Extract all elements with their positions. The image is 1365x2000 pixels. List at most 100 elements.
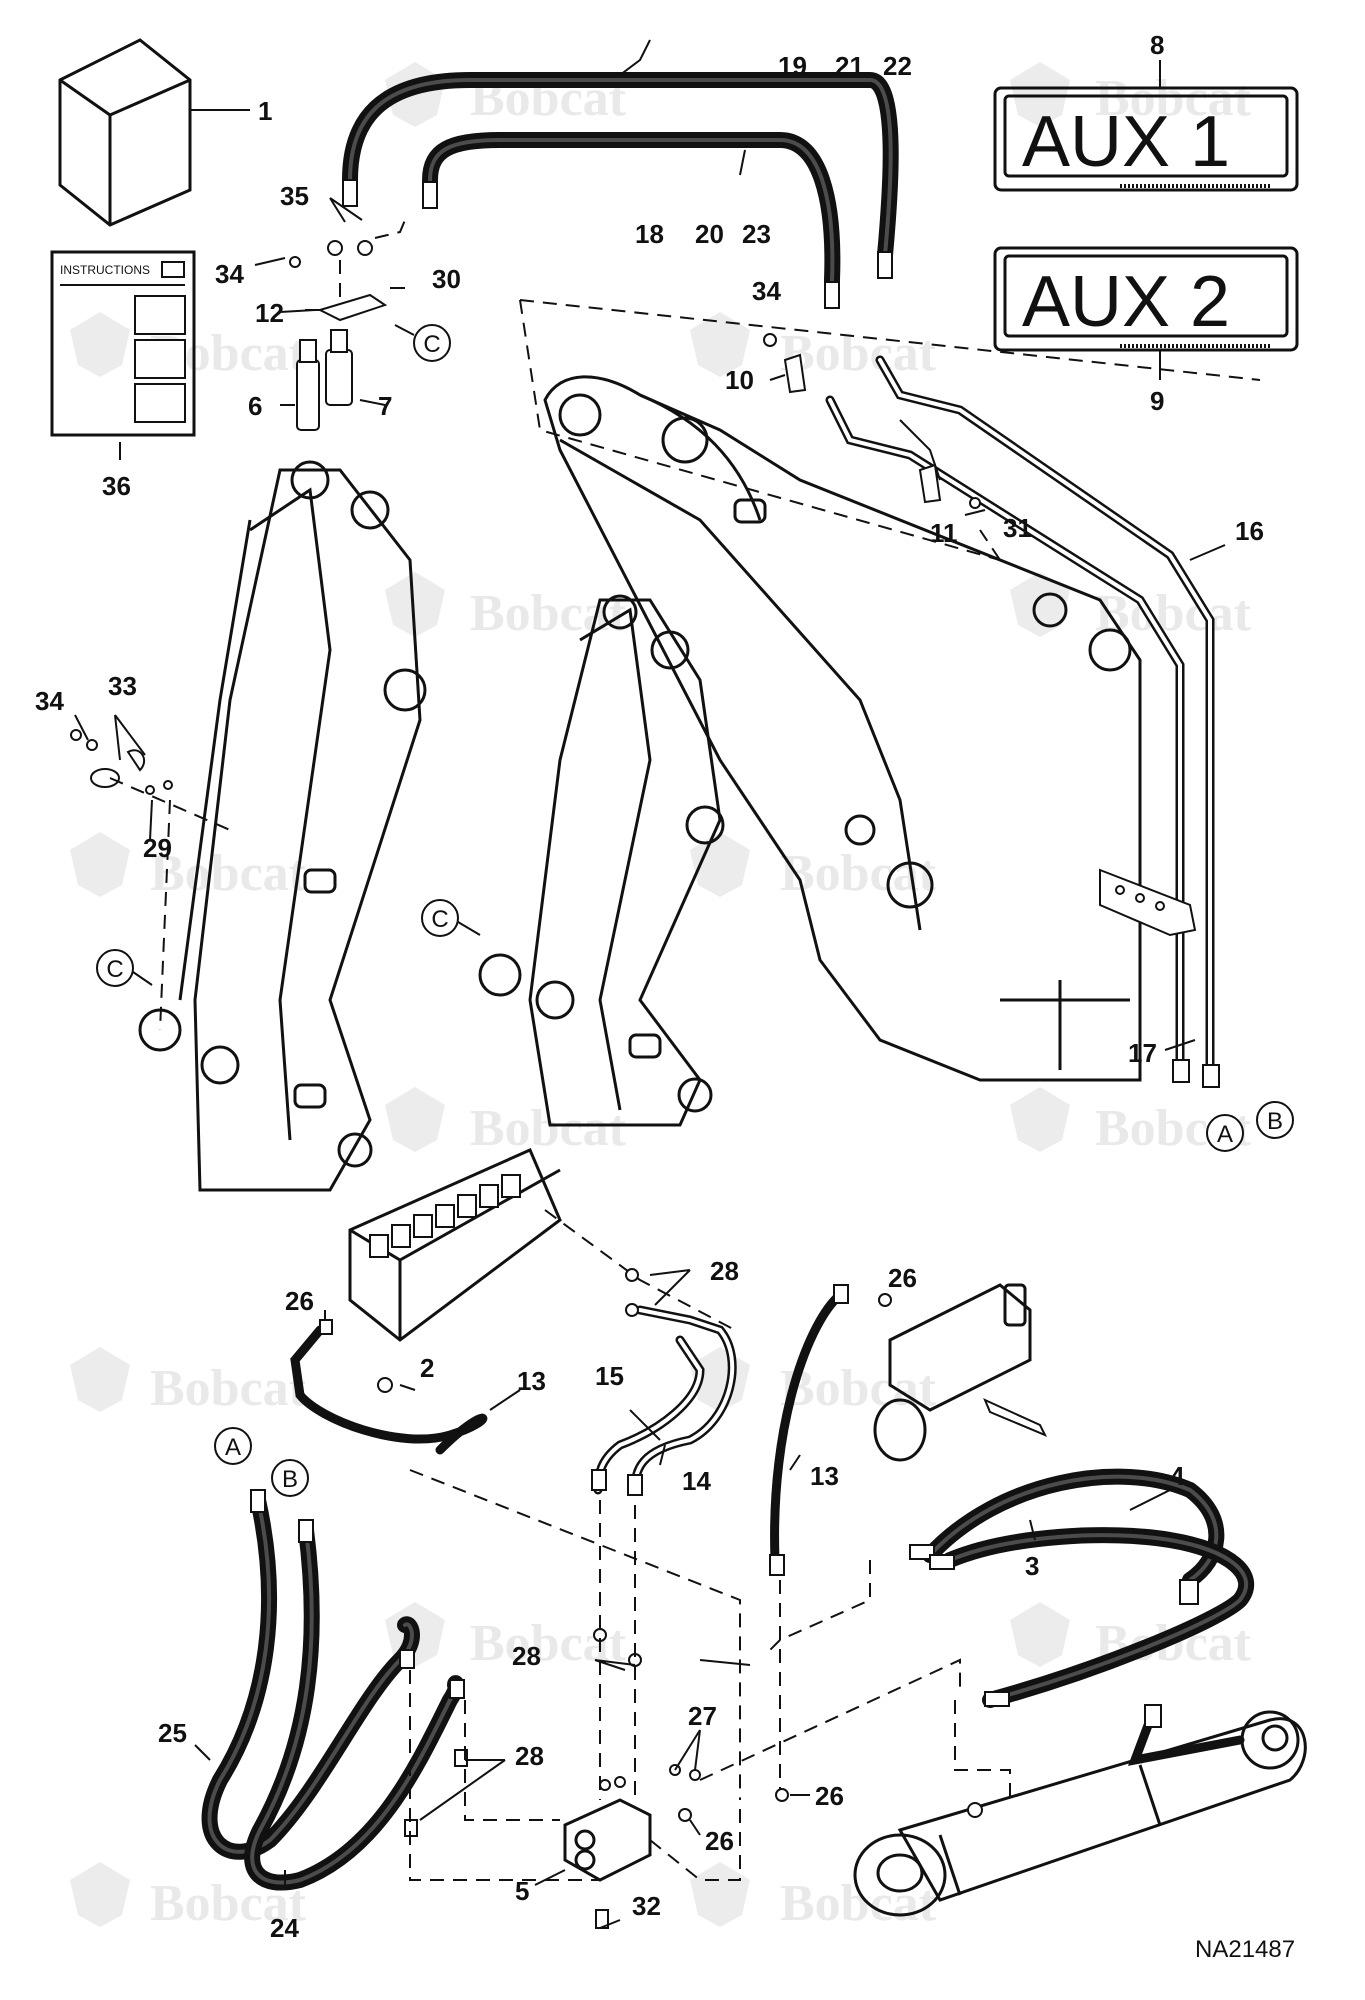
drawing-number: NA21487	[1195, 1936, 1295, 1963]
aux1-decal: AUX 1	[993, 60, 1299, 192]
watermark-text-16: Bobcat	[780, 1875, 937, 1932]
aux2-decal-text: AUX 2	[1022, 262, 1230, 342]
callout-34-right: 34	[752, 276, 781, 306]
upper-hose-inner	[422, 132, 841, 309]
port-a-label-lower: A	[225, 1434, 241, 1461]
steel-tube-pair	[825, 355, 1220, 1088]
callout-28-lower: 28	[515, 1741, 544, 1771]
tube-clamp-upper	[763, 333, 807, 394]
port-c-label-left: C	[106, 956, 123, 983]
diverter-valve	[873, 1283, 1048, 1462]
callout-14: 14	[682, 1466, 711, 1496]
callout-28-middle: 28	[512, 1641, 541, 1671]
lift-arm-center	[478, 594, 725, 1127]
callout-6: 6	[248, 391, 262, 421]
aux1-decal-text: AUX 1	[1022, 102, 1230, 182]
callout-7: 7	[378, 391, 392, 421]
watermark-text-5: Bobcat	[470, 585, 627, 642]
watermark-text-2: Bobcat	[1095, 70, 1252, 127]
hoses-3-4	[769, 1468, 1254, 1800]
callout-33: 33	[108, 671, 137, 701]
callout-17: 17	[1128, 1038, 1157, 1068]
callout-8: 8	[1150, 30, 1164, 60]
upper-hose-outer	[342, 72, 899, 279]
callout-29: 29	[143, 833, 172, 863]
callout-23: 23	[742, 219, 771, 249]
callout-leaders	[74, 197, 1226, 1929]
callout-32: 32	[632, 1891, 661, 1921]
aux2-decal: AUX 2	[993, 246, 1299, 380]
callout-34-left: 34	[35, 686, 64, 716]
watermark-text-7: Bobcat	[150, 845, 307, 902]
callout-26-diverter: 26	[888, 1263, 917, 1293]
clamp-hardware-left	[70, 729, 231, 831]
port-labels: C C C A B A B	[96, 324, 1294, 1497]
watermark-text-11: Bobcat	[150, 1360, 307, 1417]
tube-manifold-block	[1099, 868, 1197, 937]
callout-numbers: 1 2 3 4 5 6 7 8 9 10 11 12 13 13 14 15 1…	[35, 30, 1264, 1943]
callout-10: 10	[725, 365, 754, 395]
callout-15: 15	[595, 1361, 624, 1391]
watermark-1: Bobcat	[385, 62, 627, 127]
callout-21: 21	[835, 51, 864, 81]
watermark-7: Bobcat	[70, 832, 307, 902]
callout-11: 11	[930, 518, 958, 548]
callout-3: 3	[1025, 1551, 1039, 1581]
callout-4: 4	[1170, 1461, 1185, 1491]
tubes-14-15	[591, 1268, 737, 1496]
watermark-5: Bobcat	[385, 572, 627, 642]
callout-25: 25	[158, 1718, 187, 1748]
tube-clamp-lower	[918, 463, 981, 509]
callout-26-valve: 26	[285, 1286, 314, 1316]
callout-35: 35	[280, 181, 309, 211]
callout-30: 30	[432, 264, 461, 294]
callout-2: 2	[420, 1353, 434, 1383]
callout-24: 24	[270, 1913, 299, 1943]
callout-20: 20	[695, 219, 724, 249]
watermark-6: Bobcat	[1010, 572, 1252, 642]
watermark-text-12: Bobcat	[780, 1360, 937, 1417]
loader-boom-arm	[543, 375, 1142, 1082]
callout-18: 18	[635, 219, 664, 249]
port-b-label-upper: B	[1267, 1108, 1283, 1135]
hoses-24-25	[201, 1489, 600, 1891]
watermark-text-4: Bobcat	[780, 325, 937, 382]
hydraulic-cylinder	[853, 1704, 1307, 1917]
callout-26-lower: 26	[705, 1826, 734, 1856]
port-a-label-upper: A	[1217, 1121, 1233, 1148]
callout-5: 5	[515, 1876, 529, 1906]
instructions-sheet-icon: INSTRUCTIONS	[50, 250, 196, 460]
watermark-12: Bobcat	[690, 1347, 937, 1417]
hose-13-left	[290, 1319, 741, 1800]
callout-34-upper: 34	[215, 259, 244, 289]
callout-28-upper: 28	[710, 1256, 739, 1286]
callout-26-lower-right: 26	[815, 1781, 844, 1811]
callout-13-right: 13	[810, 1461, 839, 1491]
callout-12: 12	[255, 298, 284, 328]
callout-36: 36	[102, 471, 131, 501]
callout-22: 22	[883, 51, 912, 81]
instructions-label: INSTRUCTIONS	[60, 263, 150, 277]
callout-16: 16	[1235, 516, 1264, 546]
check-valve-block	[563, 1500, 961, 1929]
lift-arm-left	[138, 460, 427, 1192]
watermark-13: Bobcat	[385, 1602, 627, 1672]
watermark-layer: Bobcat Bobcat Bobcat Bobcat Bobcat Bobca…	[70, 62, 1252, 1932]
coupler-male	[296, 339, 320, 431]
hose-13-right	[769, 1284, 849, 1576]
callout-13-left: 13	[517, 1366, 546, 1396]
watermark-16: Bobcat	[690, 1862, 937, 1932]
box-kit-icon	[58, 38, 250, 227]
callout-27: 27	[688, 1701, 717, 1731]
port-c-label-upper: C	[423, 331, 440, 358]
callout-1: 1	[258, 96, 272, 126]
main-control-valve	[348, 1148, 736, 1342]
watermark-9: Bobcat	[385, 1087, 627, 1157]
callout-31: 31	[1003, 513, 1032, 543]
port-c-label-center: C	[431, 906, 448, 933]
port-b-label-lower: B	[282, 1466, 298, 1493]
watermark-11: Bobcat	[70, 1347, 307, 1417]
watermark-4: Bobcat	[690, 312, 937, 382]
coupler-female	[325, 329, 353, 406]
